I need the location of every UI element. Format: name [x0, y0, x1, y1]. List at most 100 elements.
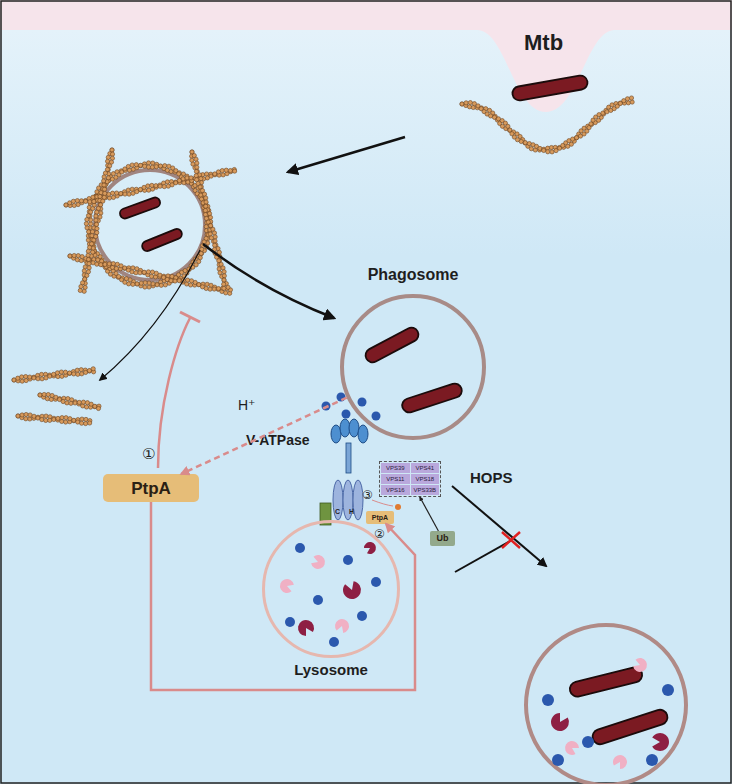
actin-bead	[130, 187, 134, 191]
actin-bead	[99, 211, 103, 215]
subunit-name: VPS11	[381, 474, 410, 484]
lysosomal-enzyme	[551, 713, 569, 731]
actin-bead	[72, 253, 76, 257]
part-label: Mtb	[524, 32, 563, 54]
actin-bead	[479, 106, 483, 110]
actin-bead	[76, 372, 80, 376]
actin-bead	[44, 414, 48, 418]
subunit-grid: VPS39VPS41VPS11VPS18VPS16VPS33B	[380, 462, 440, 496]
actin-bead	[204, 225, 208, 229]
actin-bead	[24, 412, 28, 416]
actin-bead	[155, 282, 159, 286]
actin-bead	[95, 210, 99, 214]
actin-bead	[204, 200, 208, 204]
proton-dot	[646, 754, 658, 766]
actin-bead	[185, 282, 189, 286]
lysosome-contents	[280, 542, 381, 647]
vesicle-label: Lysosome	[262, 662, 400, 677]
actin-bead	[158, 184, 162, 188]
actin-bead	[146, 161, 150, 165]
actin-bead	[165, 180, 169, 184]
part-label: H⁺	[238, 398, 256, 412]
actin-bead	[194, 174, 198, 178]
callout-number: ③	[362, 489, 373, 501]
actin-bead	[213, 235, 217, 239]
actin-filament	[16, 412, 92, 425]
actin-bead	[40, 377, 44, 381]
actin-bead	[151, 282, 155, 286]
actin-bead	[105, 159, 109, 163]
actin-bead	[91, 367, 95, 371]
actin-bead	[107, 192, 111, 196]
actin-bead	[471, 105, 475, 109]
actin-bead	[597, 113, 601, 117]
actin-bead	[16, 376, 20, 380]
actin-bead	[75, 368, 79, 372]
actin-bead	[212, 231, 216, 235]
phagolysosome-contents	[542, 658, 674, 769]
actin-bead	[147, 285, 151, 289]
actin-bead	[85, 226, 89, 230]
actin-bead	[213, 173, 217, 177]
lysosomal-enzyme	[298, 620, 314, 636]
actin-bead	[138, 163, 142, 167]
actin-bead	[83, 285, 87, 289]
protein-name: Ub	[430, 531, 455, 546]
actin-bead	[82, 289, 86, 293]
v-atpase-symbol	[320, 419, 368, 525]
actin-bead	[49, 397, 53, 401]
actin-bead	[68, 417, 72, 421]
actin-bead	[207, 211, 211, 215]
mtb-bacterium	[119, 196, 162, 220]
actin-bead	[88, 421, 92, 425]
actin-bead	[195, 161, 199, 165]
ubiquitin-site	[395, 504, 401, 510]
protein-name: PtpA	[366, 511, 394, 524]
inhibition-line	[158, 318, 190, 468]
proton-dot	[372, 412, 381, 421]
protons	[322, 393, 381, 421]
actin-bead	[208, 287, 212, 291]
proton-dot	[542, 694, 554, 706]
actin-bead	[222, 274, 226, 278]
actin-bead	[134, 163, 138, 167]
actin-bead	[36, 415, 40, 419]
vesicle-circle: Lysosome	[262, 520, 400, 658]
actin-bead	[204, 196, 208, 200]
actin-filament	[38, 392, 101, 410]
actin-bead	[185, 278, 189, 282]
actin-bead	[82, 269, 86, 273]
actin-bead	[87, 369, 91, 373]
actin-bead	[194, 169, 198, 173]
proton-dot	[337, 393, 346, 402]
actin-bead	[151, 161, 155, 165]
actin-bead	[95, 226, 99, 230]
actin-bead	[86, 238, 90, 242]
actin-filament	[68, 253, 233, 295]
actin-bead	[45, 397, 49, 401]
actin-guide	[192, 152, 226, 288]
actin-bead	[73, 401, 77, 405]
proton-dot	[329, 637, 339, 647]
connector-arrow	[181, 398, 346, 474]
v1-subunit	[358, 425, 368, 443]
fusion-arrow	[452, 486, 546, 566]
stalk-subunit	[346, 443, 351, 473]
circle-outline	[340, 294, 486, 440]
actin-bead	[213, 239, 217, 243]
actin-bead	[76, 254, 80, 258]
actin-bead	[60, 374, 64, 378]
actin-bead	[84, 199, 88, 203]
subunit-name: VPS39	[381, 463, 410, 473]
actin-bead	[32, 414, 36, 418]
actin-bead	[212, 287, 216, 291]
actin-bead	[150, 183, 154, 187]
lysosomal-enzyme	[652, 733, 669, 751]
actin-bead	[48, 418, 52, 422]
actin-bead	[28, 417, 32, 421]
connector-arrow	[420, 497, 439, 531]
actin-bead	[154, 184, 158, 188]
actin-bead	[72, 203, 76, 207]
actin-bead	[630, 100, 634, 104]
